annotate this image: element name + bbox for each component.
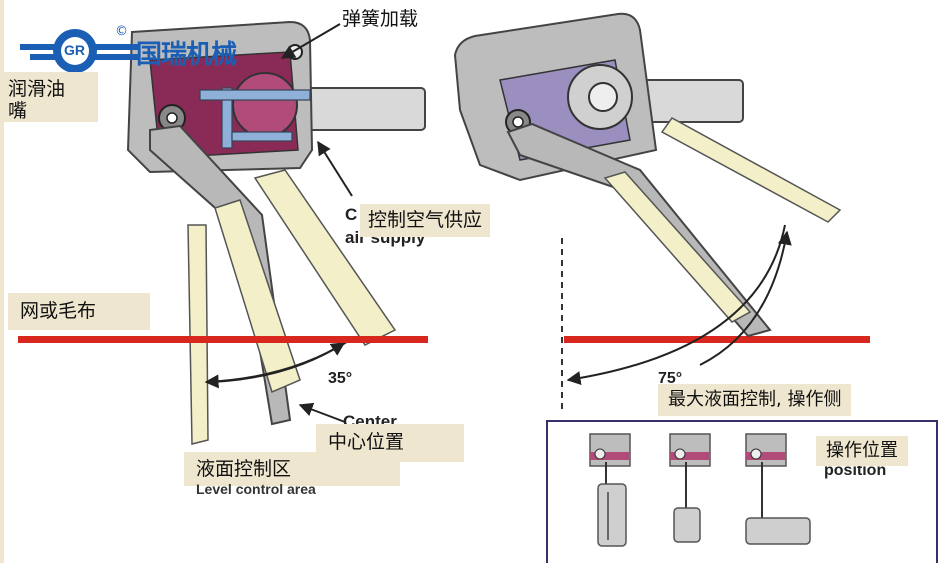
left-blade-vertical [187,224,209,445]
inset-holder-2 [669,433,711,543]
right-arc-75-head [699,230,792,366]
right-blade-holder [453,12,842,410]
page-edge-stripe [0,0,4,563]
label-operating-position-en: position [824,462,887,479]
logo-copyright: © [115,24,128,39]
right-cam-hub [588,82,618,112]
left-rod-lower [231,131,293,142]
label-spring-load: 弹簧加载 [342,8,419,30]
label-lube-nipple-line1: 润滑油 [8,78,66,100]
left-cam [232,72,298,138]
operating-position-inset: position 操作位置 [546,420,938,563]
label-wire-felt: 网或毛布 [8,293,150,330]
label-angle-35: 35° [328,370,353,387]
label-max-level-control: 最大液面控制, 操作侧 [658,384,852,416]
logo-initials: GR [64,42,85,58]
left-blade-outer [253,169,397,346]
air-leader [317,140,353,197]
left-rod-horizontal [199,89,311,101]
right-blade-upper [660,117,842,223]
label-lube-nipple-line2: 嘴 [8,100,28,122]
label-level-control-en: Level control area [196,481,316,497]
inset-holder-3 [745,433,811,545]
gr-logo-gear-icon [20,29,140,73]
right-blade-lower [603,171,752,323]
label-angle-75: 75° [658,370,683,387]
inset-holders [589,433,811,547]
right-pivot-center [512,116,524,128]
label-operating-position: 操作位置 [816,436,908,466]
left-rod-vertical [221,87,233,149]
left-blade-center [214,199,301,394]
label-lube-nipple: 润滑油 嘴 [0,72,98,122]
spring-leader [280,23,341,59]
left-arc-35-head [211,342,346,383]
label-level-control-area: 液面控制区 [184,452,400,486]
wire-line-right [564,336,870,343]
center-pointer [298,402,346,423]
left-pivot-center [166,112,178,124]
wire-line-left [18,336,428,343]
label-control-air: 控制空气供应 [360,204,491,237]
right-arc-75 [566,224,786,385]
left-shaft [299,87,426,131]
label-control-air-en-1: C [345,205,358,224]
logo-brand-text: 国瑞机械 [136,40,237,70]
inset-holder-1 [589,433,631,547]
